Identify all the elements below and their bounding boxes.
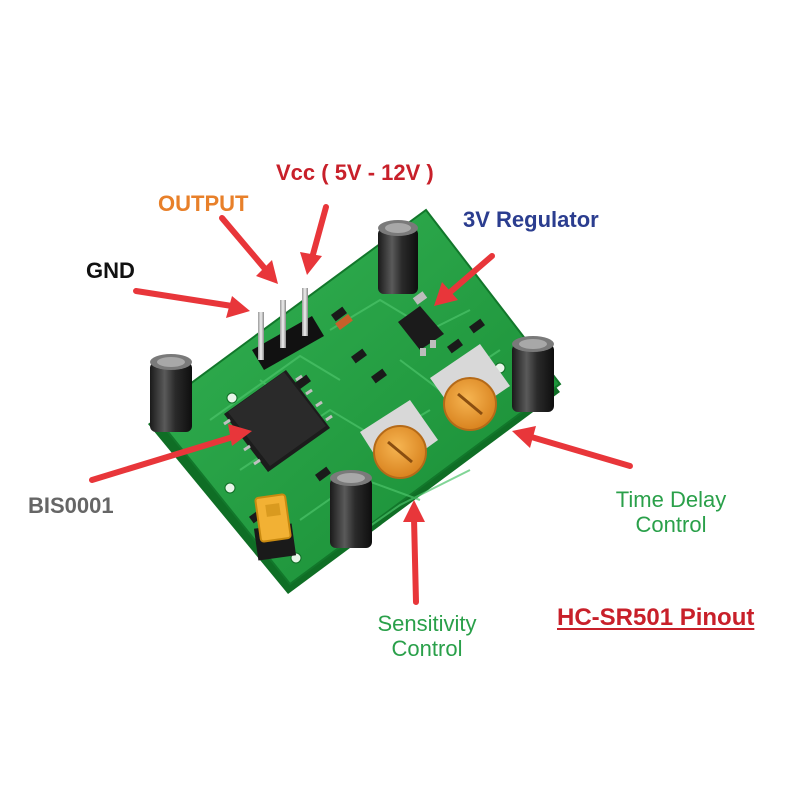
sensitivity-label-line2: Control [391,636,463,662]
capacitors [150,220,554,548]
sensitivity-label-line1: Sensitivity [377,611,477,636]
arrow-output [219,215,278,284]
regulator-label: 3V Regulator [463,207,599,232]
header-pins [252,288,324,370]
arrow-bis0001 [89,424,252,483]
arrow-gnd [133,288,250,318]
arrow-vcc [300,204,329,275]
trimmer-potentiometers [360,344,510,479]
pcb-board [148,208,562,594]
sensitivity-label: Sensitivity Control [352,611,502,662]
time-delay-label-line2: Control [635,512,707,538]
gnd-label: GND [86,258,135,283]
callout-arrows [89,204,633,605]
regulator-chip [398,291,444,356]
output-label: OUTPUT [158,191,249,216]
time-delay-trimmer [430,344,510,431]
arrow-regulator [434,253,495,306]
trigger-jumper [253,493,297,561]
sensitivity-trimmer [360,400,438,479]
arrow-time-delay [512,426,633,469]
arrow-sensitivity [403,500,425,605]
time-delay-label: Time Delay Control [596,487,746,538]
time-delay-label-line1: Time Delay [615,487,727,512]
bis0001-label: BIS0001 [28,493,114,518]
pinout-title: HC-SR501 Pinout [557,604,755,631]
vcc-label: Vcc ( 5V - 12V ) [276,160,434,185]
